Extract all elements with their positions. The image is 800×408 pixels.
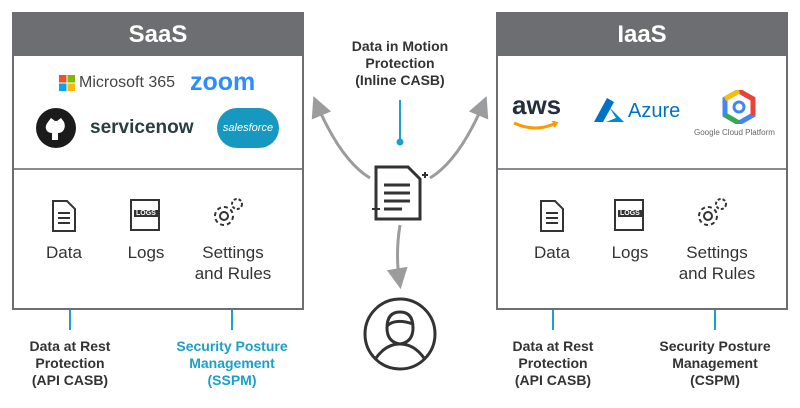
iaas-cspm-caption: Security Posture Management (CSPM) xyxy=(643,338,787,389)
microsoft-icon xyxy=(59,75,75,91)
arrow-to-iaas xyxy=(429,96,489,180)
logs-icon-text: LOGS xyxy=(134,210,158,217)
saas-data-label: Data xyxy=(46,243,82,262)
iaas-settings-line-1: Settings xyxy=(686,243,748,262)
iaas-logs-label: Logs xyxy=(611,243,649,262)
gear-icon xyxy=(214,198,243,226)
gcp-icon xyxy=(722,90,756,124)
center-document-icon xyxy=(372,165,428,221)
saas-divider xyxy=(14,168,302,170)
iaas-divider xyxy=(498,168,786,170)
user-icon xyxy=(363,297,437,371)
saas-logs-label: Logs xyxy=(127,243,165,262)
saas-api-casb-caption: Data at Rest Protection (API CASB) xyxy=(10,338,130,389)
iaas-cspm-line-1: Security Posture xyxy=(659,338,771,354)
saas-api-casb-line-1: Data at Rest xyxy=(29,338,111,354)
iaas-title: IaaS xyxy=(498,14,786,56)
iaas-api-casb-caption: Data at Rest Protection (API CASB) xyxy=(493,338,613,389)
iaas-cspm-line-3: (CSPM) xyxy=(690,372,740,388)
microsoft-logo: Microsoft 365 xyxy=(59,74,175,92)
arrow-to-user xyxy=(386,224,408,290)
iaas-api-casb-line-3: (API CASB) xyxy=(514,372,592,388)
iaas-api-casb-line-2: Protection xyxy=(518,355,588,371)
inline-casb-line-1: Data in Motion xyxy=(351,38,449,54)
salesforce-logo-text: salesforce xyxy=(222,122,274,134)
saas-sspm-line-3: (SSPM) xyxy=(207,372,257,388)
inline-casb-line-2: Protection xyxy=(365,55,435,71)
iaas-settings-label: Settings and Rules xyxy=(662,242,772,284)
inline-casb-caption: Data in Motion Protection (Inline CASB) xyxy=(330,38,470,89)
servicenow-logo: servicenow xyxy=(90,117,194,138)
aws-logo-text: aws xyxy=(512,90,562,120)
gcp-logo-text: Google Cloud Platform xyxy=(694,128,775,137)
azure-logo-text: Azure xyxy=(628,99,681,122)
saas-settings-label: Settings and Rules xyxy=(178,242,288,284)
azure-icon xyxy=(594,98,624,122)
document-icon xyxy=(52,200,76,232)
gear-icon xyxy=(698,198,727,226)
saas-api-casb-line-2: Protection xyxy=(35,355,105,371)
saas-api-casb-line-3: (API CASB) xyxy=(31,372,109,388)
saas-title: SaaS xyxy=(14,14,302,56)
azure-logo: Azure xyxy=(594,98,680,124)
iaas-panel: IaaS aws Azure Google Cloud Platform Dat… xyxy=(496,12,788,310)
saas-settings-line-1: Settings xyxy=(202,243,264,262)
aws-logo: aws xyxy=(512,92,561,136)
iaas-settings-line-2: and Rules xyxy=(678,264,756,283)
zoom-logo: zoom xyxy=(190,68,256,96)
saas-settings-line-2: and Rules xyxy=(194,264,272,283)
salesforce-logo: salesforce xyxy=(217,108,279,148)
logs-icon-text: LOGS xyxy=(618,210,642,217)
iaas-api-casb-line-1: Data at Rest xyxy=(512,338,594,354)
aws-smile-icon xyxy=(513,120,559,130)
inline-casb-line-3: (Inline CASB) xyxy=(355,72,445,88)
logs-icon: LOGS xyxy=(614,199,644,231)
saas-sspm-caption: Security Posture Management (SSPM) xyxy=(160,338,304,389)
document-icon xyxy=(540,200,564,232)
logs-icon: LOGS xyxy=(130,199,160,231)
github-icon xyxy=(36,108,76,148)
arrow-to-saas xyxy=(311,96,371,180)
saas-sspm-line-1: Security Posture xyxy=(176,338,288,354)
iaas-data-label: Data xyxy=(534,243,570,262)
saas-sspm-line-2: Management xyxy=(189,355,275,371)
microsoft-logo-text: Microsoft 365 xyxy=(79,74,176,91)
iaas-cspm-line-2: Management xyxy=(672,355,758,371)
saas-panel: SaaS Microsoft 365 zoom servicenow sales… xyxy=(12,12,304,310)
